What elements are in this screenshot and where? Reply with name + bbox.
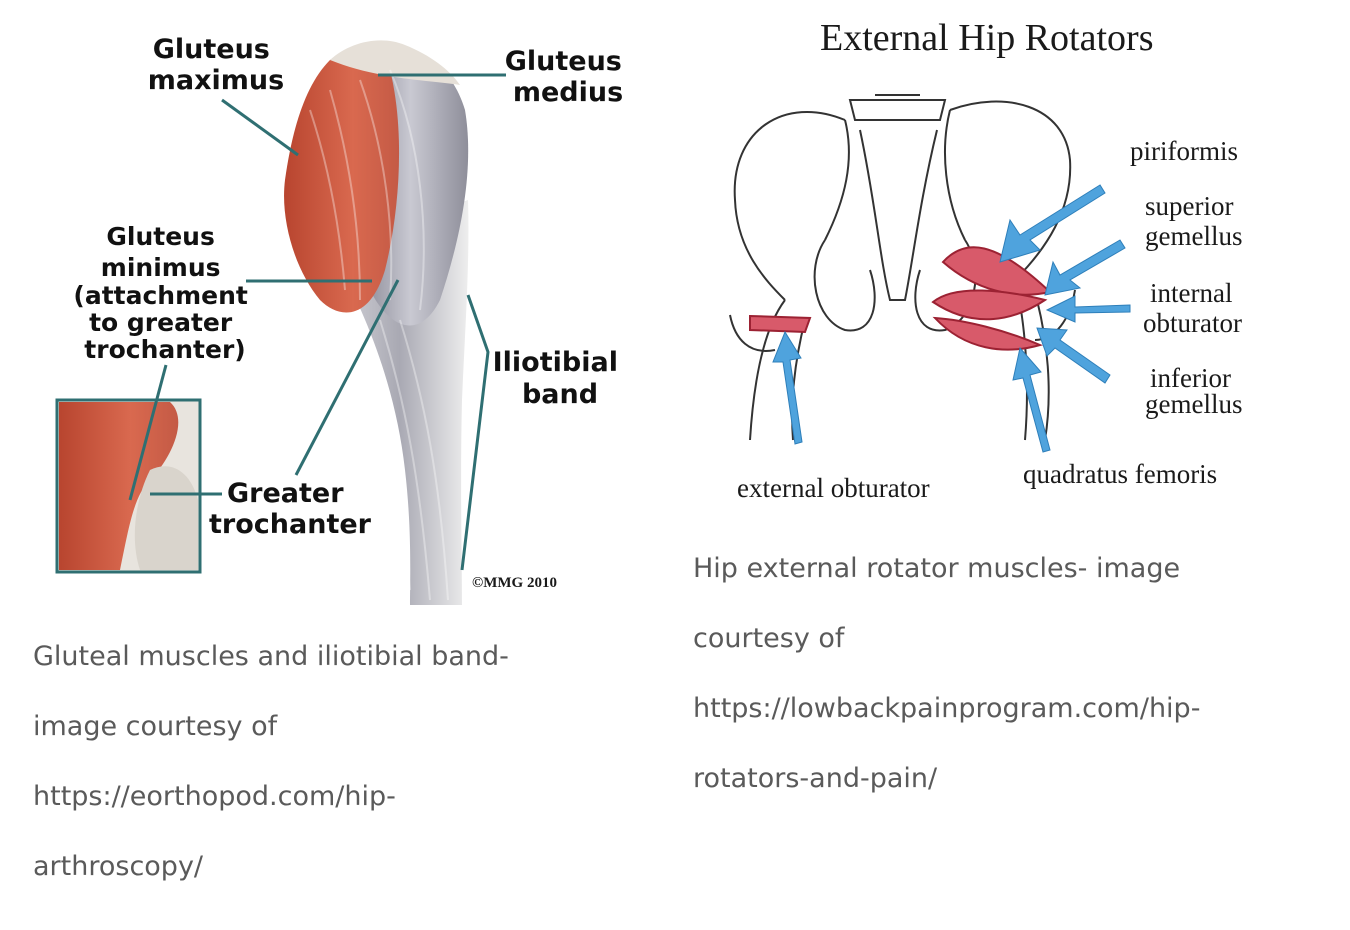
hip-rotators-illustration: External Hip Rotators (729, 17, 1242, 503)
gluteal-caption: Gluteal muscles and iliotibial band- ima… (33, 622, 653, 902)
rotator-muscles (749, 246, 1053, 351)
inset-detail (55, 398, 202, 574)
pelvis-outline (729, 94, 1076, 441)
internal-obturator-shape (931, 289, 1048, 321)
external-obturator-shape (749, 314, 812, 334)
figure-title: External Hip Rotators (820, 17, 1153, 59)
caption-line: https://eorthopod.com/hip- (33, 781, 396, 812)
label-gluteus-maximus: Gluteus maximus (148, 34, 284, 96)
caption-line: arthroscopy/ (33, 851, 204, 882)
label-external-obturator: external obturator (737, 473, 930, 503)
caption-line: image courtesy of (33, 711, 278, 742)
caption-line: Hip external rotator muscles- image (693, 553, 1181, 584)
gluteus-maximus-shape (284, 49, 400, 313)
muscle-fibers (309, 69, 449, 601)
hip-rotators-caption: Hip external rotator muscles- image cour… (693, 534, 1333, 814)
leader-lines (128, 73, 506, 571)
copyright-text: ©MMG 2010 (472, 575, 557, 591)
label-internal-obturator: internal obturator (1143, 278, 1242, 338)
label-gluteus-minimus: Gluteus minimus (attachment to greater t… (73, 222, 256, 364)
caption-line: https://lowbackpainprogram.com/hip- (693, 693, 1201, 724)
label-gluteus-medius: Gluteus medius (505, 46, 632, 108)
label-piriformis: piriformis (1130, 136, 1238, 166)
pointer-arrows (772, 184, 1131, 453)
piriformis-shape (941, 246, 1053, 296)
label-iliotibial-band: Iliotibial band (493, 347, 628, 410)
caption-line: Gluteal muscles and iliotibial band- (33, 641, 509, 672)
hip-rotators-figure: External Hip Rotators (675, 0, 1350, 930)
label-inferior-gemellus: inferior gemellus (1145, 363, 1242, 419)
gluteal-illustration: Gluteus maximus Gluteus medius Gluteus m… (55, 34, 632, 605)
inferior-gemellus-shape (932, 316, 1043, 351)
label-superior-gemellus: superior gemellus (1145, 191, 1242, 251)
label-quadratus-femoris: quadratus femoris (1023, 459, 1217, 489)
gluteal-figure: Gluteus maximus Gluteus medius Gluteus m… (0, 0, 660, 930)
caption-line: rotators-and-pain/ (693, 763, 938, 794)
label-greater-trochanter: Greater trochanter (209, 478, 372, 540)
caption-line: courtesy of (693, 623, 845, 654)
